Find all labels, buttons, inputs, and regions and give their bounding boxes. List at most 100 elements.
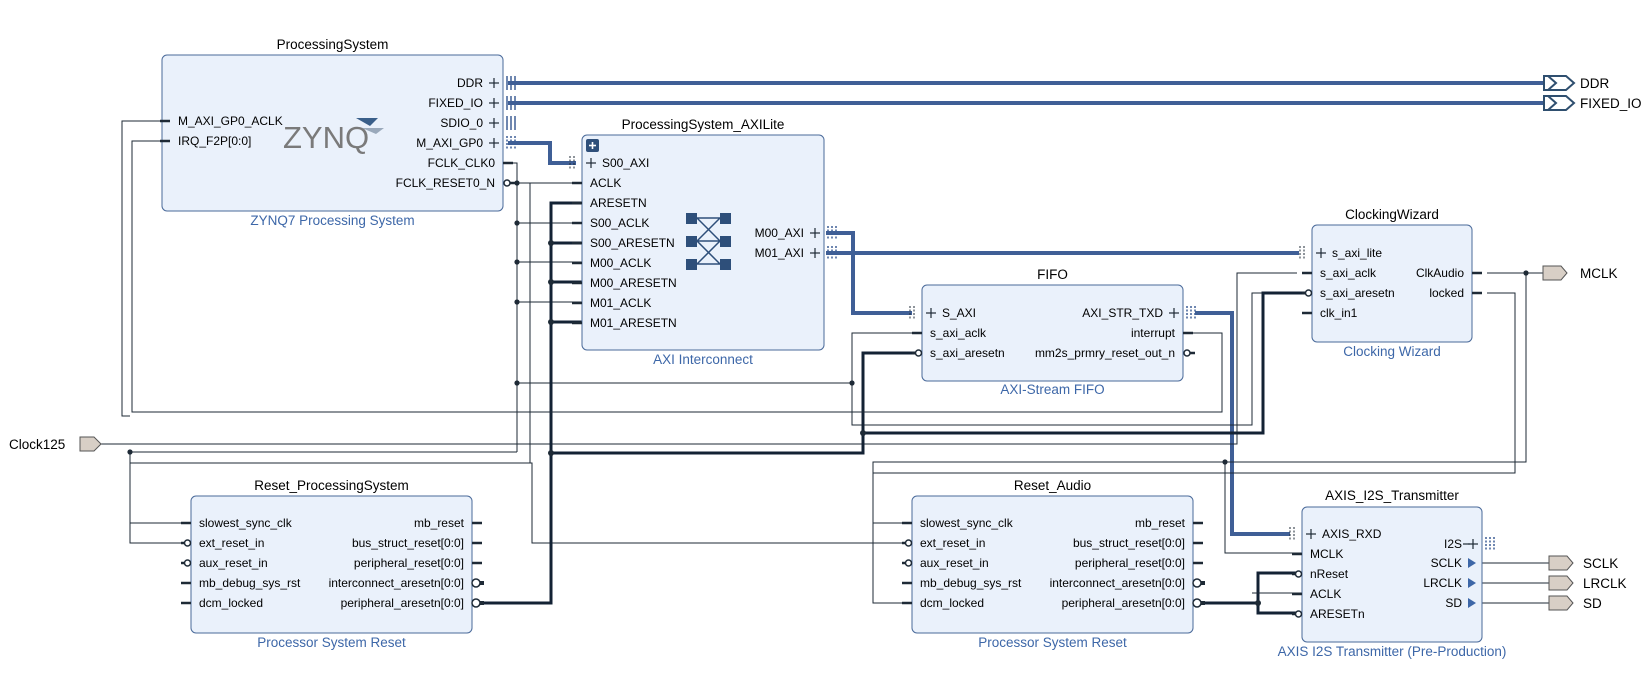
- pin-fclk-clk0[interactable]: FCLK_CLK0: [428, 156, 513, 170]
- pin-fclk-reset0-n[interactable]: FCLK_RESET0_N: [396, 176, 515, 190]
- sclk-port[interactable]: SCLK: [1548, 555, 1618, 571]
- pin-sdio-0[interactable]: SDIO_0: [440, 116, 516, 130]
- mclk-port[interactable]: MCLK: [1542, 265, 1618, 281]
- pin-aclk[interactable]: ACLK: [572, 176, 621, 190]
- pin-ext-reset-in[interactable]: ext_reset_in: [181, 536, 264, 550]
- block-title: FIFO: [1037, 267, 1068, 282]
- pin-s-axi[interactable]: S_AXI: [909, 306, 976, 320]
- pin-m00-axi[interactable]: M00_AXI: [755, 226, 837, 240]
- pin-mm2s-prmry-reset-out-n[interactable]: mm2s_prmry_reset_out_n: [1035, 346, 1195, 360]
- pin-aresetn[interactable]: ARESETn: [1292, 607, 1365, 621]
- pin-mb-debug-sys-rst[interactable]: mb_debug_sys_rst: [902, 576, 1022, 590]
- pin-locked[interactable]: locked: [1429, 286, 1482, 300]
- reset-audio-body[interactable]: [911, 495, 1194, 634]
- axis-net[interactable]: [1195, 311, 1290, 536]
- pin-mb-reset[interactable]: mb_reset: [414, 516, 482, 530]
- reset-processingsystem-body[interactable]: [190, 495, 473, 634]
- pin-label: mm2s_prmry_reset_out_n: [1035, 346, 1175, 360]
- pin-s-axi-aresetn[interactable]: s_axi_aresetn: [1302, 286, 1395, 300]
- pin-fixed-io[interactable]: FIXED_IO: [428, 96, 516, 110]
- pin-mclk[interactable]: MCLK: [1292, 547, 1343, 561]
- pin-label: M01_ACLK: [590, 296, 651, 310]
- pin-aclk[interactable]: ACLK: [1292, 587, 1341, 601]
- pin-axis-rxd[interactable]: AXIS_RXD: [1289, 527, 1382, 541]
- pin-m01-axi[interactable]: M01_AXI: [755, 246, 837, 260]
- pin-m-axi-gp0[interactable]: M_AXI_GP0: [416, 136, 516, 150]
- pin-s-axi-lite[interactable]: s_axi_lite: [1299, 246, 1382, 260]
- pin-peripheral-aresetn[interactable]: peripheral_aresetn[0:0]: [341, 596, 484, 610]
- pin-m-axi-gp0-aclk[interactable]: M_AXI_GP0_ACLK: [160, 114, 283, 128]
- pin-interconnect-aresetn[interactable]: interconnect_aresetn[0:0]: [1050, 576, 1205, 590]
- fclk-clk0-net[interactable]: [506, 162, 518, 452]
- pin-peripheral-reset[interactable]: peripheral_reset[0:0]: [354, 556, 482, 570]
- pin-slowest-sync-clk[interactable]: slowest_sync_clk: [181, 516, 293, 530]
- pin-m01-aresetn[interactable]: M01_ARESETN: [572, 316, 677, 330]
- ddr-port[interactable]: DDR: [1543, 75, 1609, 91]
- pin-s00-axi[interactable]: S00_AXI: [569, 156, 649, 170]
- zynq-swoosh-icon: [362, 128, 384, 134]
- pin-label: mb_reset: [414, 516, 465, 530]
- pin-slowest-sync-clk[interactable]: slowest_sync_clk: [902, 516, 1014, 530]
- pin-peripheral-aresetn[interactable]: peripheral_aresetn[0:0]: [1062, 596, 1205, 610]
- pin-axi-str-txd[interactable]: AXI_STR_TXD: [1082, 306, 1196, 320]
- pin-label: s_axi_lite: [1332, 246, 1382, 260]
- clockingwizard-body[interactable]: [1311, 224, 1473, 343]
- gp0-net[interactable]: [508, 141, 576, 165]
- sd-port[interactable]: SD: [1548, 595, 1602, 611]
- pin-aux-reset-in[interactable]: aux_reset_in: [181, 556, 268, 570]
- pin-label: peripheral_reset[0:0]: [1075, 556, 1185, 570]
- pin-aresetn[interactable]: ARESETN: [572, 196, 647, 210]
- interrupt-net[interactable]: [131, 140, 1223, 413]
- pin-bus-struct-reset[interactable]: bus_struct_reset[0:0]: [352, 536, 482, 550]
- pin-ext-reset-in[interactable]: ext_reset_in: [902, 536, 985, 550]
- pin-interconnect-aresetn[interactable]: interconnect_aresetn[0:0]: [329, 576, 484, 590]
- pin-interrupt[interactable]: interrupt: [1131, 326, 1193, 340]
- pin-dcm-locked[interactable]: dcm_locked: [181, 596, 263, 610]
- pin-s00-aclk[interactable]: S00_ACLK: [572, 216, 649, 230]
- pin-sd[interactable]: SD: [1445, 596, 1476, 610]
- pin-dcm-locked[interactable]: dcm_locked: [902, 596, 984, 610]
- pin-irq-f2p[interactable]: IRQ_F2P[0:0]: [160, 134, 251, 148]
- pin-s00-aresetn[interactable]: S00_ARESETN: [572, 236, 675, 250]
- pin-ddr[interactable]: DDR: [457, 76, 516, 90]
- pin-label: mb_debug_sys_rst: [199, 576, 301, 590]
- block-title: ProcessingSystem: [277, 37, 389, 52]
- pin-s-axi-aclk[interactable]: s_axi_aclk: [912, 326, 987, 340]
- pin-m00-aclk[interactable]: M00_ACLK: [572, 256, 651, 270]
- pin-lrclk[interactable]: LRCLK: [1423, 576, 1476, 590]
- block-subtitle: AXIS I2S Transmitter (Pre-Production): [1278, 644, 1507, 659]
- pin-sclk[interactable]: SCLK: [1431, 556, 1476, 570]
- pin-clk-in1[interactable]: clk_in1: [1302, 306, 1358, 320]
- audio-aresetn-net[interactable]: [1199, 571, 1302, 605]
- pin-nreset[interactable]: nReset: [1292, 567, 1349, 581]
- pin-s-axi-aclk[interactable]: s_axi_aclk: [1302, 266, 1377, 280]
- pin-label: mb_reset: [1135, 516, 1186, 530]
- pin-label: MCLK: [1310, 547, 1343, 561]
- pin-mb-debug-sys-rst[interactable]: mb_debug_sys_rst: [181, 576, 301, 590]
- processingsystem-body[interactable]: [161, 54, 504, 212]
- lrclk-port[interactable]: LRCLK: [1548, 575, 1627, 591]
- clock125-net[interactable]: [101, 272, 1297, 445]
- pin-m01-aclk[interactable]: M01_ACLK: [572, 296, 651, 310]
- fixed-io-port[interactable]: FIXED_IO: [1543, 95, 1642, 111]
- fclk-reset-net[interactable]: [512, 182, 908, 544]
- pin-bus-struct-reset[interactable]: bus_struct_reset[0:0]: [1073, 536, 1203, 550]
- pin-aux-reset-in[interactable]: aux_reset_in: [902, 556, 989, 570]
- pin-mb-reset[interactable]: mb_reset: [1135, 516, 1203, 530]
- m00-axi-net[interactable]: [826, 231, 912, 315]
- locked-net[interactable]: [872, 292, 1516, 604]
- expand-hierarchy-button[interactable]: [586, 139, 599, 152]
- pin-clkaudio[interactable]: ClkAudio: [1416, 266, 1482, 280]
- pin-peripheral-reset[interactable]: peripheral_reset[0:0]: [1075, 556, 1203, 570]
- pin-s-axi-aresetn[interactable]: s_axi_aresetn: [912, 346, 1005, 360]
- clock125-port[interactable]: Clock125: [9, 436, 102, 452]
- pin-m00-aresetn[interactable]: M00_ARESETN: [572, 276, 677, 290]
